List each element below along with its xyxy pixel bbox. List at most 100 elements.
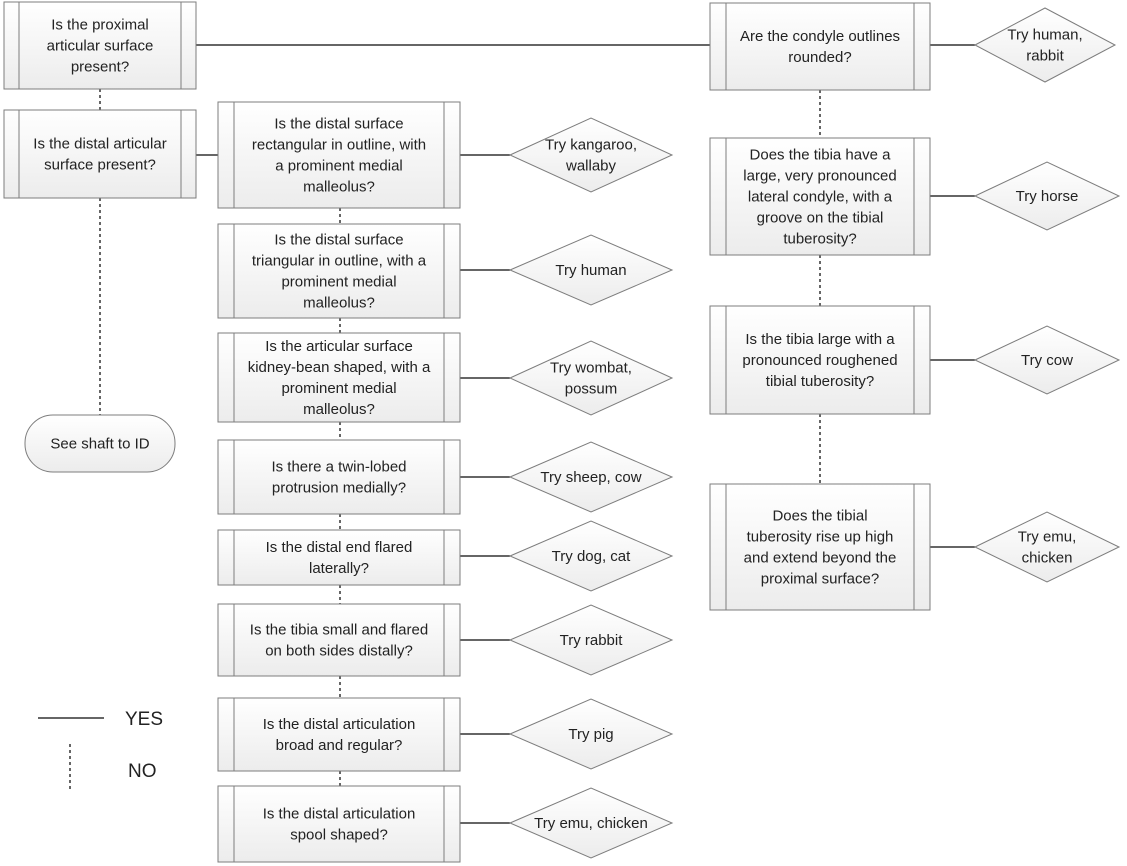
question-text: Is the distal articulation broad and regu… bbox=[263, 716, 416, 754]
result-text: Try pig bbox=[568, 726, 613, 743]
question-text: Is the distal surface triangular in outli… bbox=[252, 232, 427, 312]
result-text: Try cow bbox=[1021, 352, 1073, 369]
result-text: Try emu, chicken bbox=[1018, 529, 1077, 567]
question-text: Are the condyle outlines rounded? bbox=[740, 28, 900, 66]
text-line: Is the distal articular bbox=[33, 136, 166, 153]
text-line: triangular in outline, with a bbox=[252, 253, 427, 270]
result-kangaroo-wallaby: Try kangaroo, wallaby bbox=[508, 117, 674, 193]
text-line: lateral condyle, with a bbox=[748, 189, 893, 206]
question-box-tuberosity-high: Does the tibial tuberosity rise up high an… bbox=[709, 483, 931, 611]
text-line: Does the tibial bbox=[772, 508, 867, 525]
terminal-text: See shaft to ID bbox=[50, 436, 149, 453]
result-text: Try human, rabbit bbox=[1007, 27, 1082, 65]
text-line: pronounced roughened bbox=[742, 352, 897, 369]
result-emu-chicken-2: Try emu, chicken bbox=[973, 511, 1121, 583]
text-line: Is the tibia small and flared bbox=[250, 622, 428, 639]
text-line: Try horse bbox=[1016, 188, 1079, 205]
text-line: Try wombat, bbox=[550, 360, 632, 377]
text-line: Try sheep, cow bbox=[540, 469, 641, 486]
result-text: Try horse bbox=[1016, 188, 1079, 205]
text-line: Is the distal articulation bbox=[263, 716, 416, 733]
text-line: prominent medial bbox=[281, 380, 396, 397]
text-line: Does the tibia have a bbox=[750, 147, 892, 164]
text-line: Is the distal surface bbox=[274, 232, 403, 249]
text-line: wallaby bbox=[565, 158, 617, 175]
text-line: Are the condyle outlines bbox=[740, 28, 900, 45]
question-box-proximal: Is the proximal articular surface present? bbox=[3, 1, 197, 90]
result-text: Try emu, chicken bbox=[534, 815, 648, 832]
text-line: Is there a twin-lobed bbox=[271, 459, 406, 476]
text-line: tuberosity? bbox=[783, 231, 856, 248]
result-human-rabbit: Try human, rabbit bbox=[973, 7, 1117, 83]
result-rabbit: Try rabbit bbox=[508, 604, 674, 676]
text-line: Try human bbox=[555, 262, 626, 279]
question-text: Is there a twin-lobed protrusion medially… bbox=[271, 459, 406, 497]
text-line: Try cow bbox=[1021, 352, 1073, 369]
text-line: Try kangaroo, bbox=[545, 137, 637, 154]
text-line: malleolus? bbox=[303, 179, 375, 196]
result-sheep-cow: Try sheep, cow bbox=[508, 441, 674, 513]
question-text: Is the distal surface rectangular in outl… bbox=[252, 116, 426, 196]
result-cow: Try cow bbox=[973, 325, 1121, 395]
text-line: prominent medial bbox=[281, 274, 396, 291]
question-box-twin-lobed: Is there a twin-lobed protrusion medially… bbox=[217, 439, 461, 515]
result-wombat-possum: Try wombat, possum bbox=[508, 340, 674, 416]
result-text: Try dog, cat bbox=[552, 548, 631, 565]
text-line: chicken bbox=[1022, 550, 1073, 567]
text-line: Try human, bbox=[1007, 27, 1082, 44]
question-box-distal: Is the distal articular surface present? bbox=[3, 109, 197, 199]
text-line: broad and regular? bbox=[276, 737, 403, 754]
text-line: Try emu, bbox=[1018, 529, 1077, 546]
question-box-flared: Is the distal end flared laterally? bbox=[217, 529, 461, 586]
text-line: Is the distal articulation bbox=[263, 806, 416, 823]
result-text: Try human bbox=[555, 262, 626, 279]
text-line: Is the proximal bbox=[51, 17, 149, 34]
result-text: Try wombat, possum bbox=[550, 360, 632, 398]
legend: YES NO bbox=[38, 709, 163, 790]
question-text: Is the distal articular surface present? bbox=[33, 136, 166, 174]
result-horse: Try horse bbox=[973, 161, 1121, 231]
text-line: proximal surface? bbox=[761, 571, 879, 588]
text-line: articular surface bbox=[47, 38, 154, 55]
question-text: Is the proximal articular surface present? bbox=[47, 17, 154, 76]
text-line: Try emu, chicken bbox=[534, 815, 648, 832]
question-box-rectangular: Is the distal surface rectangular in outl… bbox=[217, 101, 461, 209]
text-line: Try rabbit bbox=[560, 632, 624, 649]
question-box-broad: Is the distal articulation broad and regu… bbox=[217, 697, 461, 772]
text-line: tuberosity rise up high bbox=[747, 529, 894, 546]
text-line: possum bbox=[565, 381, 618, 398]
result-emu-chicken: Try emu, chicken bbox=[508, 787, 674, 859]
text-line: groove on the tibial bbox=[757, 210, 884, 227]
text-line: rounded? bbox=[788, 49, 851, 66]
text-line: Is the distal end flared bbox=[266, 539, 413, 556]
text-line: tibial tuberosity? bbox=[766, 373, 874, 390]
text-line: Is the distal surface bbox=[274, 116, 403, 133]
result-text: Try rabbit bbox=[560, 632, 624, 649]
result-dog-cat: Try dog, cat bbox=[508, 520, 674, 592]
result-text: Try sheep, cow bbox=[540, 469, 641, 486]
question-text: Is the distal end flared laterally? bbox=[266, 539, 413, 577]
text-line: malleolus? bbox=[303, 295, 375, 312]
text-line: malleolus? bbox=[303, 401, 375, 418]
text-line: rabbit bbox=[1026, 48, 1064, 65]
text-line: present? bbox=[71, 59, 129, 76]
text-line: a prominent medial bbox=[275, 158, 403, 175]
text-line: Try dog, cat bbox=[552, 548, 631, 565]
legend-yes-label: YES bbox=[125, 709, 163, 730]
text-line: laterally? bbox=[309, 560, 369, 577]
connectors bbox=[99, 44, 975, 824]
text-line: and extend beyond the bbox=[744, 550, 897, 567]
text-line: rectangular in outline, with bbox=[252, 137, 426, 154]
text-line: Is the articular surface bbox=[265, 338, 413, 355]
text-line: surface present? bbox=[44, 157, 156, 174]
question-box-triangular: Is the distal surface triangular in outli… bbox=[217, 223, 461, 319]
text-line: protrusion medially? bbox=[272, 480, 406, 497]
